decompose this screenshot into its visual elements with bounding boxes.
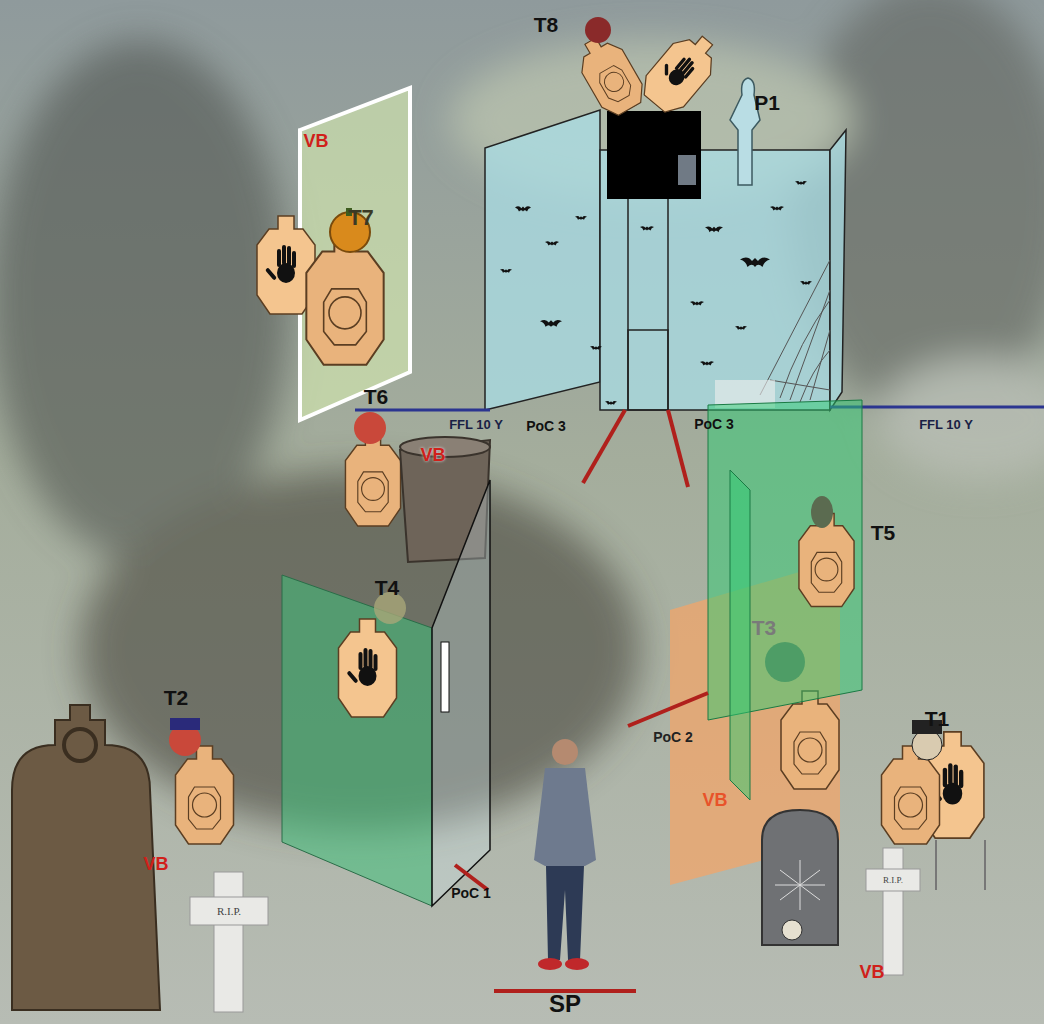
wall (282, 575, 432, 906)
bat (545, 241, 559, 245)
bat (540, 320, 562, 327)
vision-barrier-label: VB (143, 855, 168, 873)
background-blur (0, 0, 1044, 830)
grave-cross (214, 872, 243, 1012)
vision-barrier-label: VB (303, 132, 328, 150)
grave-cross (883, 848, 903, 975)
bat (575, 216, 587, 220)
poc-label: PoC 3 (526, 419, 566, 433)
clown-head (354, 412, 386, 444)
tree-shadow (0, 40, 290, 560)
start-position-label: SP (549, 992, 581, 1016)
target (781, 691, 839, 789)
bat (640, 226, 654, 230)
fault-line-label: FFL 10 Y (919, 418, 973, 431)
bat (590, 346, 602, 350)
callout-number: T1 (925, 708, 950, 729)
bat (690, 301, 704, 305)
bat (735, 326, 747, 330)
callout-number: T7 (348, 207, 374, 229)
callout-number: T2 (164, 687, 189, 708)
vision-barrier-label: VB (420, 446, 445, 464)
poc-label: PoC 2 (653, 730, 693, 744)
wall (485, 110, 600, 410)
bat (515, 206, 531, 211)
grave-text: R.I.P. (217, 906, 241, 917)
poc-line (668, 410, 688, 487)
tombstone (12, 705, 160, 1010)
target (882, 746, 940, 844)
callout-number: T3 (752, 617, 777, 638)
bat (770, 206, 784, 210)
mask-head (811, 496, 833, 528)
grave-cross (866, 869, 920, 891)
doorway (628, 330, 668, 410)
no-shoot-target (636, 25, 726, 119)
celtic-ring (64, 729, 96, 761)
callout-number: T5 (871, 522, 896, 543)
shooter-head (552, 739, 578, 765)
skull-head (912, 730, 942, 760)
poc-label: PoC 3 (694, 417, 734, 431)
skull (782, 920, 802, 940)
no-shoot-target (339, 619, 397, 717)
poc-line (628, 693, 708, 726)
tombstone (762, 810, 838, 945)
bat (705, 227, 723, 233)
vision-barrier-label: VB (859, 963, 884, 981)
black-box (607, 111, 701, 199)
wall (432, 480, 490, 906)
callout-number: T4 (375, 577, 400, 598)
fault-line-label: FFL 10 Y (449, 418, 503, 431)
bats (500, 181, 812, 405)
bat (700, 361, 714, 365)
shoe (565, 958, 589, 970)
bat (500, 269, 512, 273)
spider-web (775, 860, 825, 910)
vision-barrier (300, 88, 410, 420)
stand (935, 840, 937, 890)
bat (795, 181, 807, 185)
grave-cross (190, 897, 268, 925)
grave-text: R.I.P. (883, 876, 903, 885)
target (306, 234, 383, 365)
poc-label: PoC 1 (451, 886, 491, 900)
target (799, 513, 854, 606)
stand (984, 840, 986, 890)
skull-shadow (880, 360, 1044, 480)
shoe (538, 958, 562, 970)
bat (740, 258, 770, 267)
box-window (678, 155, 696, 185)
shooter-jacket (534, 768, 596, 866)
callout-number: T6 (364, 386, 389, 407)
target (176, 746, 234, 844)
hat (170, 718, 200, 730)
callout-number: T8 (534, 14, 559, 35)
wall (730, 470, 750, 800)
wall (830, 130, 846, 410)
clown-head (585, 17, 611, 43)
shooter-jeans (546, 866, 584, 960)
bat (800, 281, 812, 285)
port (441, 642, 449, 712)
target (570, 29, 649, 120)
poc-line (583, 410, 625, 483)
callout-number: P1 (754, 92, 780, 113)
target (345, 433, 400, 526)
vision-barrier-label: VB (702, 791, 727, 809)
fault-line (355, 409, 490, 412)
bat (605, 401, 617, 405)
